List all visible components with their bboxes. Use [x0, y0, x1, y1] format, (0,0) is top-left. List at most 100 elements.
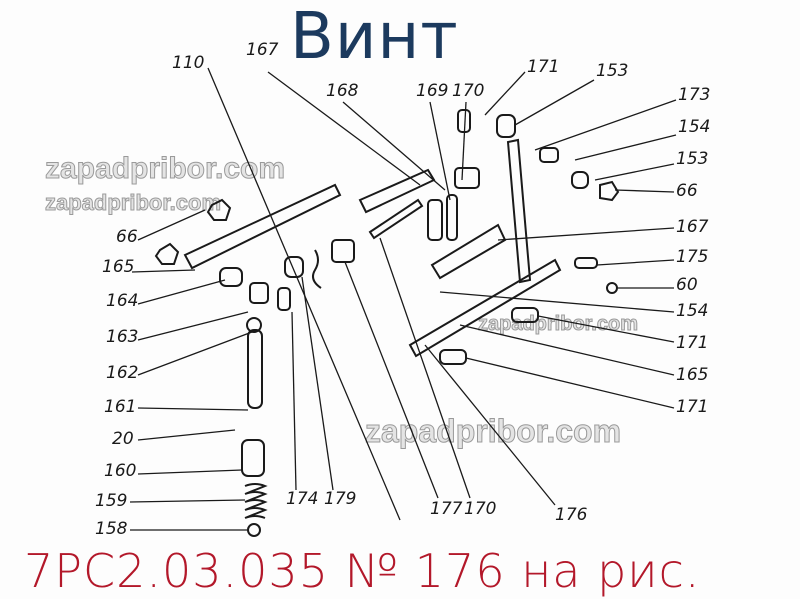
part-label: 167	[676, 217, 709, 237]
part-outline	[284, 256, 304, 278]
part-label: 159	[95, 491, 127, 511]
product-caption: 7РС2.03.035 № 176 на рис.	[24, 544, 701, 598]
watermark-text: zapadpribor.com	[365, 413, 621, 449]
leader-line	[137, 469, 243, 475]
leader-line	[301, 276, 334, 491]
leader-line	[137, 429, 236, 441]
part-outline	[599, 180, 620, 202]
part-outline	[439, 349, 467, 365]
leader-line	[429, 101, 451, 201]
part-label: 167	[246, 40, 279, 60]
part-label: 110	[172, 53, 204, 73]
leader-line	[291, 311, 297, 491]
part-label: 161	[104, 397, 136, 417]
part-outline	[249, 282, 269, 304]
part-label: 169	[416, 81, 448, 101]
leader-line	[514, 79, 595, 126]
part-label: 66	[676, 181, 698, 201]
part-label: 170	[452, 81, 484, 101]
part-outline	[312, 249, 322, 289]
part-label: 170	[464, 499, 496, 519]
part-outline	[539, 147, 559, 163]
leader-line	[574, 134, 677, 161]
part-outline	[241, 439, 265, 477]
part-label: 153	[676, 149, 708, 169]
leader-line	[534, 99, 677, 151]
part-label: 168	[326, 81, 359, 101]
part-outline	[219, 267, 243, 287]
part-outline	[247, 523, 261, 537]
leader-line	[484, 71, 526, 116]
part-outline	[606, 282, 618, 294]
part-outline	[506, 138, 532, 284]
leader-lines	[129, 67, 677, 531]
part-label: 171	[527, 57, 559, 77]
part-label: 174	[286, 489, 318, 509]
leader-line	[461, 101, 467, 181]
part-label: 20	[112, 429, 134, 449]
part-outline	[244, 483, 268, 519]
leader-line	[342, 101, 446, 191]
part-label: 179	[324, 489, 356, 509]
leader-line	[267, 71, 421, 186]
part-label: 177	[430, 499, 463, 519]
leader-line	[137, 407, 249, 411]
part-label: 162	[106, 363, 138, 383]
part-label: 66	[116, 227, 138, 247]
part-label: 175	[676, 247, 708, 267]
leader-line	[594, 163, 675, 181]
part-outline	[331, 239, 355, 263]
part-outline	[408, 258, 562, 358]
part-label: 163	[106, 327, 138, 347]
watermark-text: zapadpribor.com	[478, 313, 638, 335]
leader-line	[614, 189, 675, 193]
leader-line	[537, 315, 675, 343]
watermark-text: zapadpribor.com	[45, 152, 285, 185]
part-outline	[511, 307, 539, 323]
leader-line	[137, 331, 253, 376]
watermark-text: zapadpribor.com	[45, 190, 221, 215]
part-outline	[496, 114, 516, 138]
leader-line	[137, 311, 249, 341]
part-outline	[206, 198, 232, 221]
part-label: 60	[676, 275, 698, 295]
part-outline	[154, 242, 180, 265]
part-label: 160	[104, 461, 136, 481]
part-outline	[183, 183, 342, 270]
part-label: 176	[555, 505, 588, 525]
leader-line	[137, 279, 226, 305]
part-label: 165	[676, 365, 708, 385]
part-outline	[446, 194, 458, 241]
part-label: 171	[676, 397, 708, 417]
leader-line	[497, 227, 675, 241]
part-outline	[454, 167, 480, 189]
part-label: 164	[106, 291, 138, 311]
leader-line	[465, 357, 675, 409]
part-outline	[427, 199, 443, 241]
leader-line	[596, 259, 675, 266]
leader-line	[424, 344, 556, 506]
leader-line	[129, 499, 246, 503]
part-label: 165	[102, 257, 134, 277]
leader-line	[459, 324, 675, 376]
part-label: 173	[678, 85, 710, 105]
part-label: 154	[678, 117, 710, 137]
product-title: Винт	[290, 0, 459, 74]
part-label: 154	[676, 301, 708, 321]
part-outline	[571, 171, 589, 189]
part-label: 153	[596, 61, 628, 81]
leader-line	[344, 261, 439, 499]
part-label: 158	[95, 519, 128, 539]
leader-line	[379, 237, 471, 499]
leader-line	[137, 209, 206, 241]
part-outline	[246, 317, 262, 333]
part-outline	[368, 198, 424, 240]
part-outline	[247, 329, 263, 409]
leader-line	[131, 269, 196, 273]
part-outline	[574, 257, 598, 269]
leader-line	[439, 291, 675, 313]
part-label: 171	[676, 333, 708, 353]
